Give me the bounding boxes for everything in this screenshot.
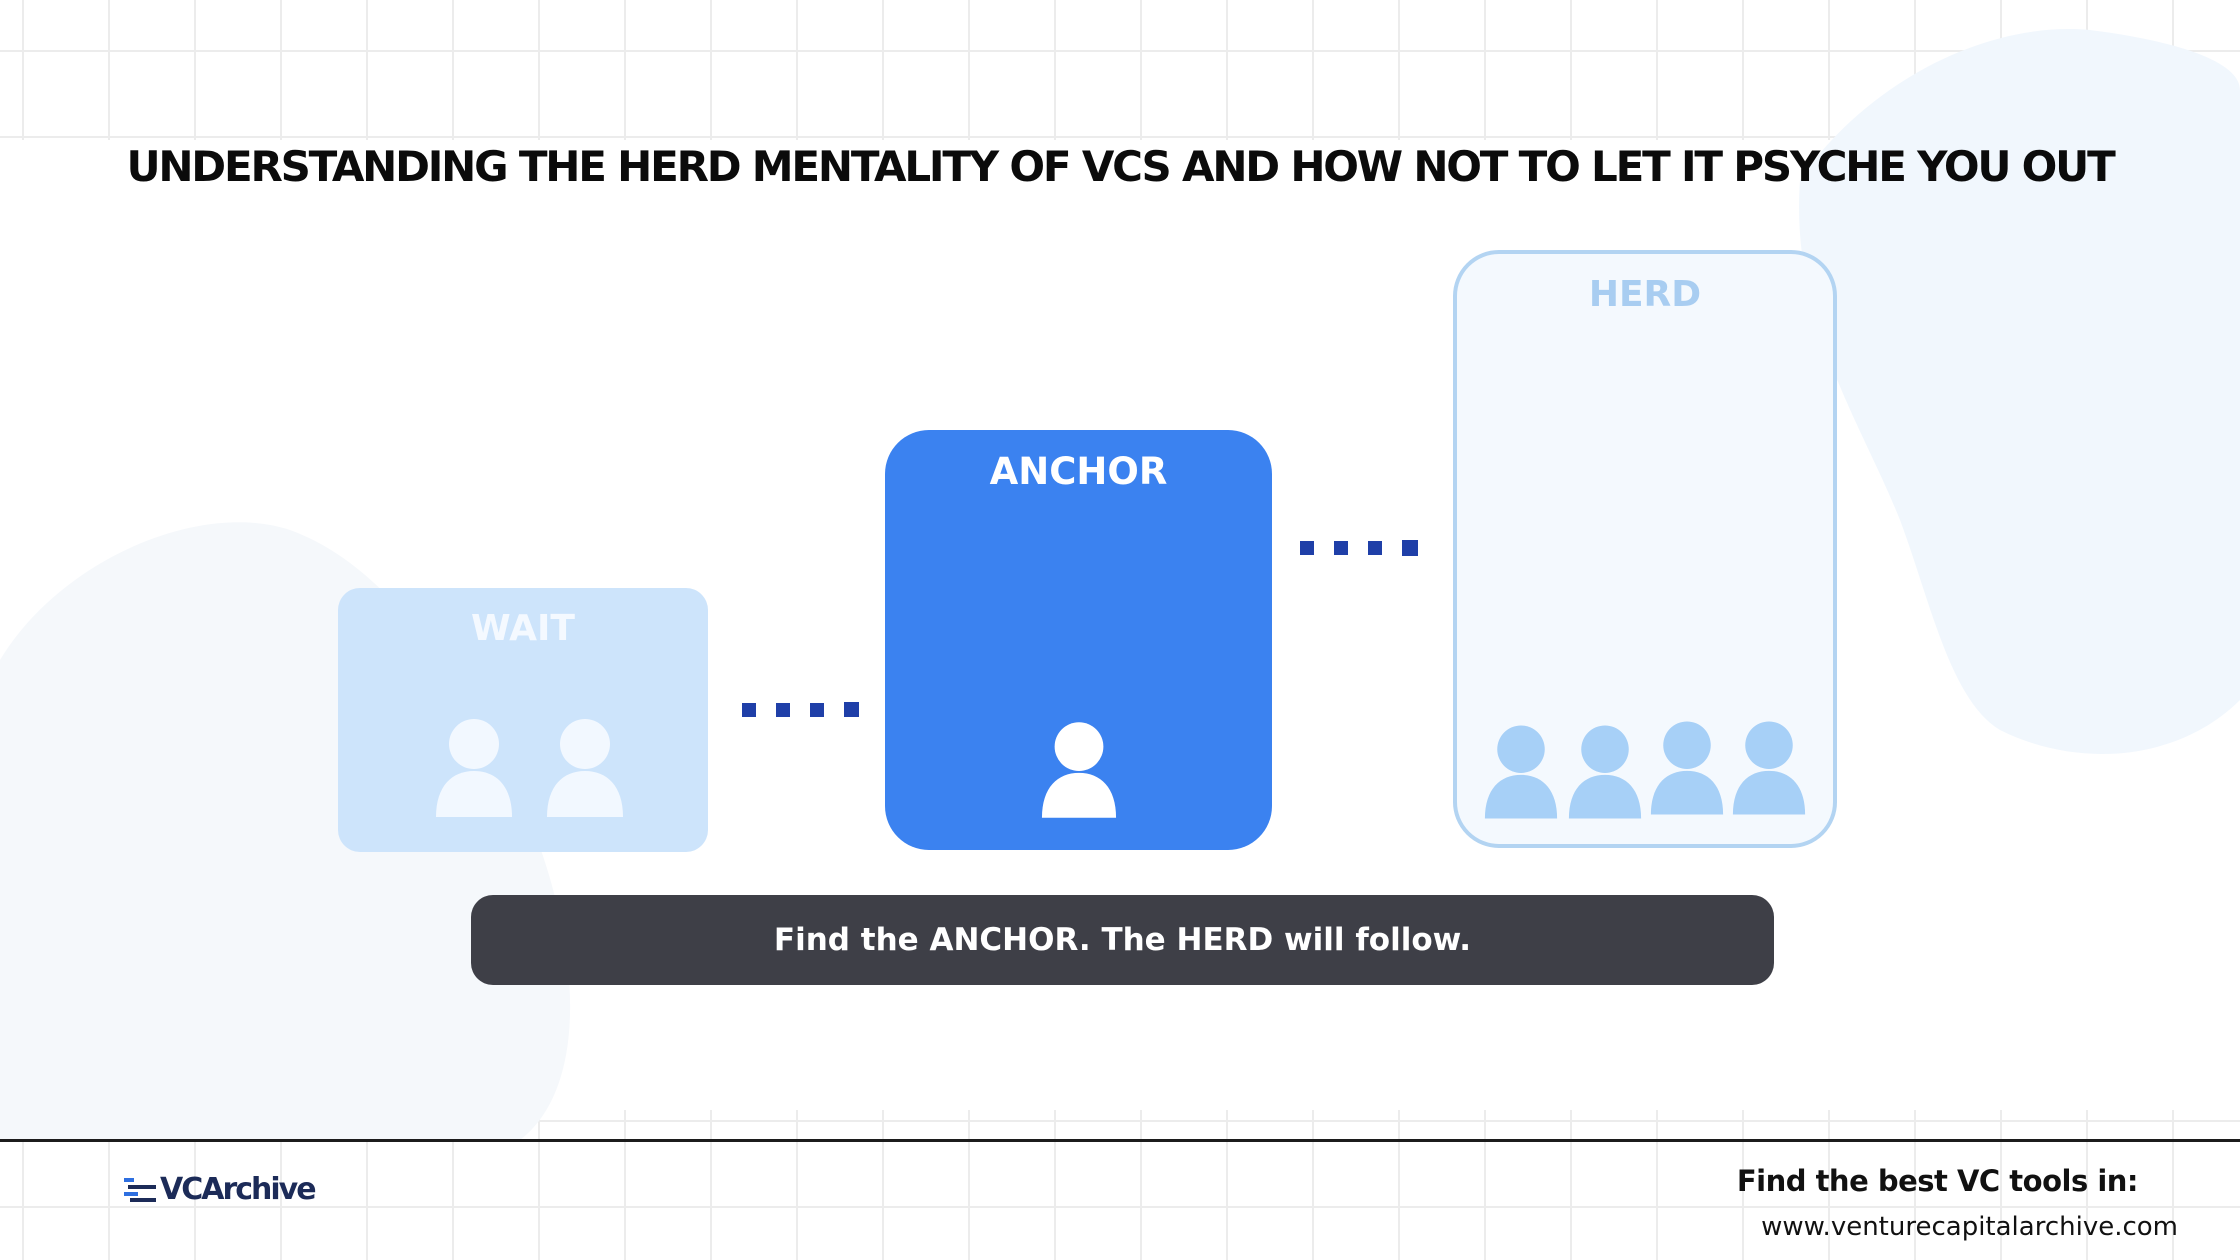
brand-logo: VCArchive bbox=[124, 1172, 317, 1207]
promo-heading: Find the best VC tools in: bbox=[1736, 1164, 2139, 1198]
background-blob-right bbox=[1799, 29, 2240, 754]
wait-box: WAIT bbox=[338, 588, 708, 852]
anchor-box: ANCHOR bbox=[885, 430, 1272, 850]
herd-box: HERD bbox=[1453, 250, 1837, 848]
person-icon bbox=[1568, 725, 1642, 819]
person-icon bbox=[1732, 721, 1806, 815]
person-icon bbox=[1484, 725, 1558, 819]
promo-url[interactable]: www.venturecapitalarchive.com bbox=[1761, 1212, 2178, 1242]
connector-wait-anchor bbox=[742, 702, 859, 717]
person-icon bbox=[547, 719, 623, 817]
person-icon bbox=[1650, 721, 1724, 815]
person-icon bbox=[1041, 722, 1117, 818]
page-title: UNDERSTANDING THE HERD MENTALITY OF VCS … bbox=[126, 142, 2115, 191]
wait-label: WAIT bbox=[471, 608, 575, 649]
caption-bar: Find the ANCHOR. The HERD will follow. bbox=[471, 895, 1774, 985]
anchor-label: ANCHOR bbox=[989, 450, 1168, 493]
connector-anchor-herd bbox=[1300, 540, 1418, 556]
herd-label: HERD bbox=[1588, 274, 1702, 315]
footer-divider bbox=[0, 1139, 2240, 1142]
brand-name: VCArchive bbox=[160, 1172, 317, 1207]
person-icon bbox=[436, 719, 512, 817]
caption-text: Find the ANCHOR. The HERD will follow. bbox=[773, 922, 1472, 958]
logo-icon bbox=[124, 1177, 156, 1202]
